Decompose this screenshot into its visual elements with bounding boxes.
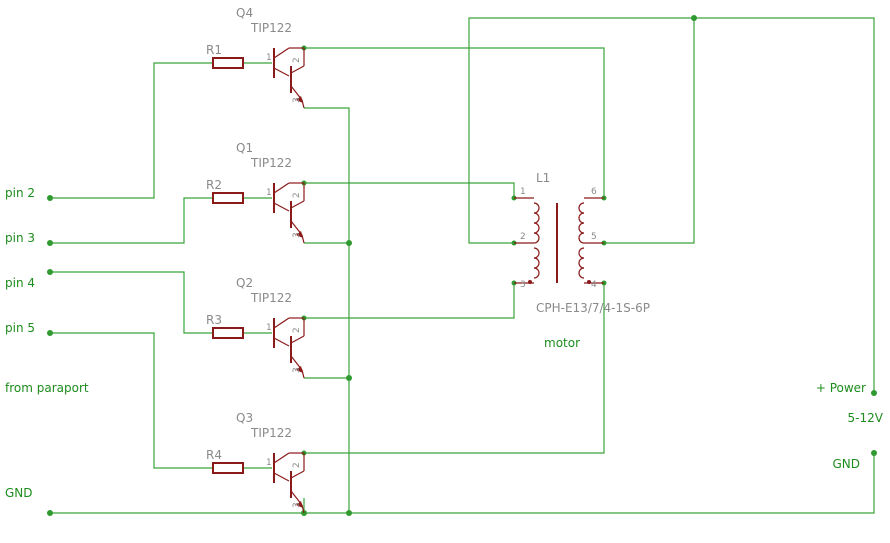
inductor-l1 (514, 197, 604, 284)
junction-pin5 (47, 330, 53, 336)
pin-coil-2: 2 (520, 232, 526, 242)
junction-pin2 (47, 195, 53, 201)
junction-emitter-bus-2 (346, 375, 352, 381)
wire-pin2-r1 (50, 62, 213, 199)
wire-q3-collector-coil4 (304, 283, 605, 454)
pin-q3-collector: 2 (292, 462, 302, 468)
pin-coil-3: 3 (520, 280, 526, 290)
junction-power (871, 390, 877, 396)
transistor-q4 (273, 47, 305, 109)
wire-q1-collector-coil1 (304, 182, 515, 198)
label-motor: motor (544, 336, 580, 350)
wire-pin5-r4 (50, 332, 213, 469)
pin-coil-5: 5 (591, 232, 597, 242)
transistor-q1 (273, 182, 305, 244)
label-gnd-right: GND (832, 457, 860, 471)
junction-power-tap (691, 15, 697, 21)
junction-emitter-bus-1 (346, 240, 352, 246)
wire-pin4-r3 (50, 271, 213, 334)
wire-pin3-r2 (50, 197, 213, 244)
pin-q2-base: 1 (266, 323, 272, 333)
label-power: + Power (816, 381, 866, 395)
pin-q2-emitter: 3 (292, 367, 302, 373)
wire-q4-collector-coil6 (304, 47, 605, 198)
pin-q1-collector: 2 (292, 192, 302, 198)
pin-q3-base: 1 (266, 458, 272, 468)
pin-q2-collector: 2 (292, 327, 302, 333)
transistor-q3 (273, 452, 305, 514)
pin-q4-emitter: 3 (292, 97, 302, 103)
transistor-q2 (273, 317, 305, 379)
pin-q4-collector: 2 (292, 57, 302, 63)
junctions (47, 15, 877, 516)
wire-power-rail (694, 17, 875, 393)
label-source: from paraport (5, 381, 89, 395)
junction-pin4 (47, 269, 53, 275)
label-q4-name: Q4 (236, 6, 253, 20)
label-pin4: pin 4 (5, 276, 35, 290)
wire-coil2-centertap (468, 17, 694, 244)
junction-pin3 (47, 240, 53, 246)
label-r4: R4 (206, 448, 222, 462)
label-l1-value: CPH-E13/7/4-1S-6P (536, 301, 650, 315)
label-r1: R1 (206, 43, 222, 57)
label-q3-name: Q3 (236, 411, 253, 425)
junction-gnd-right (871, 450, 877, 456)
pin-coil-4: 4 (591, 280, 597, 290)
label-q1-name: Q1 (236, 141, 253, 155)
label-gnd-left: GND (5, 486, 33, 500)
label-pin3: pin 3 (5, 231, 35, 245)
resistors (212, 57, 244, 474)
pin-q1-emitter: 3 (292, 232, 302, 238)
label-pin5: pin 5 (5, 321, 35, 335)
wire-q4-emitter (304, 107, 350, 513)
resistor-r1 (212, 57, 244, 69)
label-q4-value: TIP122 (250, 21, 292, 35)
label-l1-name: L1 (536, 171, 550, 185)
wires (50, 17, 875, 514)
wire-ground-rail (50, 453, 875, 514)
resistor-r2 (212, 192, 244, 204)
pin-coil-1: 1 (520, 187, 526, 197)
label-r3: R3 (206, 313, 222, 327)
resistor-r3 (212, 327, 244, 339)
label-q3-value: TIP122 (250, 426, 292, 440)
pin-numbers: 1 2 3 1 2 3 1 2 3 1 2 3 1 2 3 4 5 6 (266, 53, 597, 508)
label-q2-value: TIP122 (250, 291, 292, 305)
wire-q2-collector-coil3 (304, 283, 515, 319)
label-pin2: pin 2 (5, 186, 35, 200)
label-q1-value: TIP122 (250, 156, 292, 170)
pin-q3-emitter: 3 (292, 502, 302, 508)
resistor-r4 (212, 462, 244, 474)
wire-coil5-centertap (604, 18, 695, 244)
label-r2: R2 (206, 178, 222, 192)
pin-q4-base: 1 (266, 53, 272, 63)
junction-emitter-bus-3 (346, 510, 352, 516)
label-voltage: 5-12V (848, 411, 884, 425)
label-q2-name: Q2 (236, 276, 253, 290)
pin-coil-6: 6 (591, 187, 597, 197)
pin-q1-base: 1 (266, 188, 272, 198)
junction-gnd-left (47, 510, 53, 516)
